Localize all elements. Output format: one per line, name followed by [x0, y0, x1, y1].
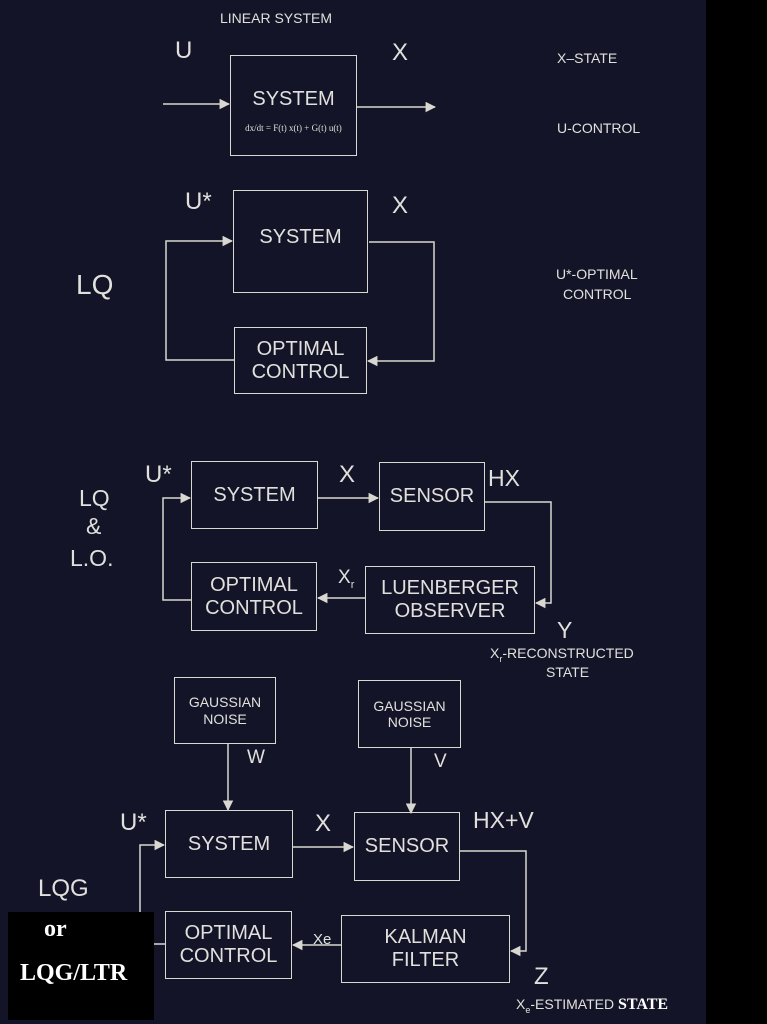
d4-input-label: U* [120, 809, 147, 836]
noise-w-line2: NOISE [203, 710, 247, 727]
d3-observer-line2: OBSERVER [394, 600, 506, 622]
noise-v-line1: GAUSSIAN [373, 697, 446, 714]
d4-sensor-block: SENSOR [354, 812, 460, 881]
d4-sensor-label: SENSOR [364, 835, 450, 857]
noise-w-block: GAUSSIAN NOISE [174, 677, 276, 744]
d1-system-block: SYSTEM dx/dt = F(t) x(t) + G(t) u(t) [230, 55, 357, 156]
d4-x-label: X [315, 810, 332, 837]
d2-system-block: SYSTEM [233, 190, 368, 293]
kalman-filter-block: KALMAN FILTER [341, 915, 510, 983]
legend-control: U-CONTROL [557, 120, 641, 136]
d4-xe-label: Xe [313, 931, 332, 948]
d1-state-equation: dx/dt = F(t) x(t) + G(t) u(t) [245, 122, 342, 133]
d3-input-label: U* [145, 461, 172, 488]
v-label: V [434, 751, 447, 772]
d3-controller-line1: OPTIMAL [210, 573, 298, 596]
d3-sensor-to-observer [485, 501, 552, 609]
or-label: or [44, 916, 67, 942]
noise-v-line2: NOISE [387, 714, 432, 730]
d3-x-label: X [339, 461, 356, 488]
kalman-line1: KALMAN [384, 926, 467, 948]
d2-output-label: X [392, 192, 409, 219]
d4-estimated-note: Xe-ESTIMATED STATE [516, 996, 669, 1015]
d3-observer-line1: LUENBERGER [381, 577, 519, 599]
d2-optimal-control-block: OPTIMAL CONTROL [234, 327, 367, 394]
lq-lo-line1: LQ [79, 485, 110, 511]
noise-w-line1: GAUSSIAN [188, 694, 262, 711]
d3-controller-line2: CONTROL [205, 596, 303, 619]
legend-optimal-control-line1: U*-OPTIMAL [556, 266, 638, 282]
d4-controller-line2: CONTROL [179, 945, 278, 967]
d3-sensor-block: SENSOR [379, 462, 485, 531]
d2-input-label: U* [185, 188, 212, 215]
linear-system-title: LINEAR SYSTEM [220, 10, 333, 26]
d4-sensor-to-kalman [460, 850, 527, 957]
d4-system-block: SYSTEM [165, 810, 293, 878]
legend-state: X–STATE [557, 50, 618, 66]
d3-y-label: Y [557, 617, 573, 643]
kalman-line2: FILTER [391, 949, 460, 971]
d4-system-label: SYSTEM [187, 832, 271, 855]
d3-hx-label: HX [488, 465, 520, 491]
d2-feedback-right [366, 241, 435, 367]
d1-system-label: SYSTEM [252, 87, 335, 110]
noise-v-block: GAUSSIAN NOISE [358, 680, 461, 748]
d4-controller-line1: OPTIMAL [184, 922, 273, 944]
d4-hxv-label: HX+V [473, 807, 534, 833]
d2-controller-line2: CONTROL [251, 360, 350, 383]
d3-reconstructed-note: Xr-RECONSTRUCTED [490, 645, 634, 664]
d3-optimal-control-block: OPTIMAL CONTROL [191, 562, 317, 631]
legend-optimal-control-line2: CONTROL [563, 286, 632, 302]
w-label: W [247, 747, 265, 768]
lq-lo-line3: L.O. [70, 545, 114, 571]
d3-system-label: SYSTEM [213, 483, 296, 506]
lqg-label: LQG [38, 875, 89, 902]
d3-control-to-system [162, 492, 192, 601]
d4-z-label: Z [534, 963, 549, 990]
lq-label: LQ [76, 269, 114, 300]
d2-feedback-left [165, 235, 234, 361]
d1-output-label: X [392, 39, 409, 66]
lq-lo-line2: & [86, 513, 102, 539]
d3-xr-label: Xr [338, 567, 355, 591]
d2-controller-line1: OPTIMAL [256, 337, 345, 360]
d3-reconstructed-note-line2: STATE [546, 664, 590, 680]
d2-system-label: SYSTEM [259, 226, 342, 248]
lqg-ltr-label: LQG/LTR [20, 960, 128, 986]
d1-input-label: U [175, 37, 193, 64]
lqg-ltr-tag [8, 912, 154, 1020]
d3-observer-block: LUENBERGER OBSERVER [365, 566, 535, 634]
d3-system-block: SYSTEM [191, 461, 318, 529]
right-edge-band [706, 0, 767, 1024]
d4-optimal-control-block: OPTIMAL CONTROL [165, 911, 292, 979]
d3-sensor-label: SENSOR [389, 485, 475, 507]
